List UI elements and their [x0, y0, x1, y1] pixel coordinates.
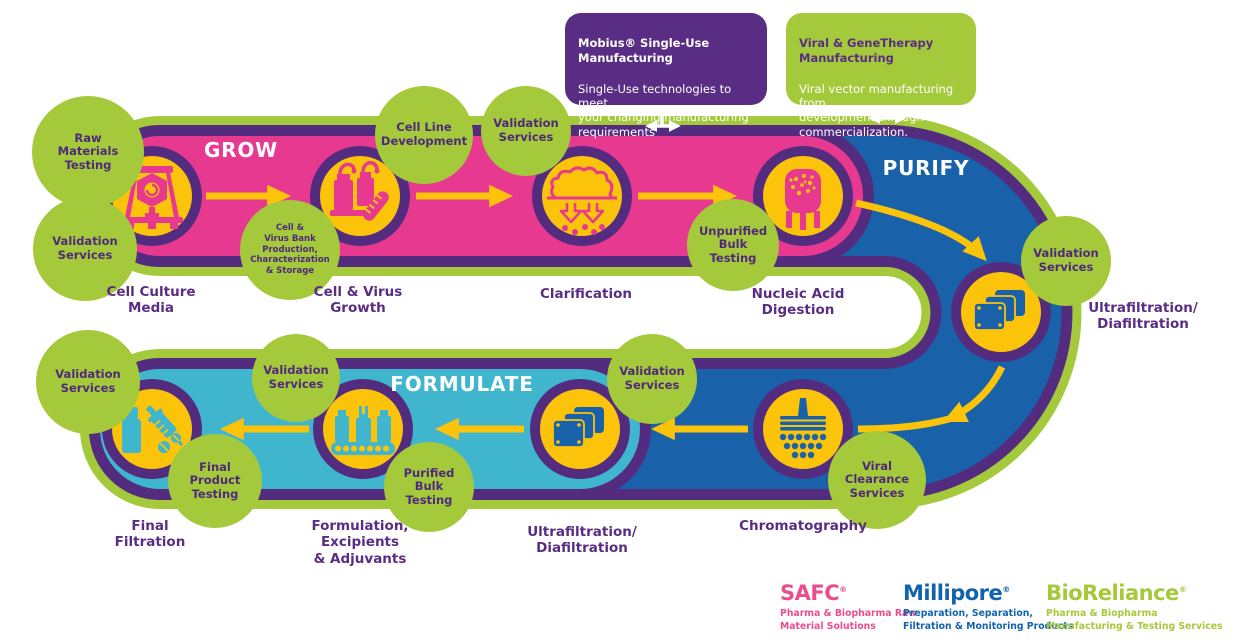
step-label-nucleic-acid-digestion: Nucleic Acid Digestion	[751, 286, 845, 319]
seed-train-vessels-icon	[330, 161, 389, 221]
callout-viral-gene-therapy: Viral & GeneTherapy Manufacturing Viral …	[786, 13, 976, 139]
callout-pointer-arrows	[645, 102, 907, 132]
callout-body: Single-Use technologies to meet your cha…	[578, 81, 749, 139]
bubble-validation-services: Validation Services	[607, 334, 697, 424]
callout-body: Viral vector manufacturing from developm…	[799, 81, 954, 139]
clarification-cloud-filter-icon	[547, 166, 617, 235]
step-label-chromatography: Chromatography	[739, 518, 867, 534]
bubble-final-product-testing: Final Product Testing	[168, 434, 262, 528]
callout-mobius-single-use: Mobius® Single-Use Manufacturing Single-…	[565, 13, 767, 139]
bubble-cell-virus-bank: Cell & Virus Bank Production, Characteri…	[240, 200, 340, 300]
bubble-viral-clearance-services: Viral Clearance Services	[828, 431, 926, 529]
bubble-validation-services: Validation Services	[1021, 216, 1111, 306]
step-label-clarification: Clarification	[539, 286, 632, 302]
step-label-ultrafiltration-right: Ultrafiltration/ Diafiltration	[1088, 300, 1198, 333]
bubble-validation-services: Validation Services	[33, 197, 137, 301]
flow-arrows	[206, 184, 1006, 441]
bubble-validation-services: Validation Services	[481, 86, 571, 176]
stage-label-grow: GROW	[203, 138, 279, 162]
registered-mark: ®	[839, 585, 847, 594]
tangential-flow-cassette-icon	[552, 407, 604, 448]
step-label-cell-culture-media: Cell Culture Media	[106, 284, 196, 317]
chromatography-column-icon	[779, 398, 827, 459]
registered-mark: ®	[1178, 585, 1187, 594]
callout-pointer-arrow-icon	[645, 104, 681, 132]
callout-title: Viral & GeneTherapy Manufacturing	[799, 36, 934, 65]
logo-tagline: Preparation, Separation, Filtration & Mo…	[903, 608, 1074, 632]
logo-tagline: Pharma & Biopharma Manufacturing & Testi…	[1046, 608, 1223, 632]
syringe-and-vial-icon	[122, 405, 184, 453]
step-label-cell-virus-growth: Cell & Virus Growth	[313, 284, 403, 317]
callout-title: Mobius® Single-Use Manufacturing	[578, 36, 710, 65]
bubble-raw-materials-testing: Raw Materials Testing	[32, 96, 144, 208]
logo-safc: SAFC® Pharma & Biopharma Raw Material So…	[780, 583, 917, 633]
logo-name: SAFC	[780, 581, 840, 605]
step-label-ultrafiltration-bottom: Ultrafiltration/ Diafiltration	[527, 524, 637, 557]
bubble-purified-bulk-testing: Purified Bulk Testing	[384, 442, 474, 532]
step-label-formulation-excipients: Formulation, Excipients & Adjuvants	[311, 518, 409, 567]
process-nodes	[102, 146, 1051, 479]
logo-bioreliance: BioReliance® Pharma & Biopharma Manufact…	[1046, 583, 1223, 633]
vial-filling-conveyor-icon	[331, 406, 395, 455]
bubble-cell-line-development: Cell Line Development	[375, 86, 473, 184]
step-label-final-filtration: Final Filtration	[114, 518, 186, 551]
bubble-validation-services: Validation Services	[36, 330, 140, 434]
logo-name: Millipore	[903, 581, 1003, 605]
stage-label-formulate: FORMULATE	[390, 372, 534, 396]
digestion-tank-icon	[785, 169, 821, 230]
logo-millipore: Millipore® Preparation, Separation, Filt…	[903, 583, 1073, 633]
bubble-unpurified-bulk-testing: Unpurified Bulk Testing	[687, 199, 779, 291]
tangential-flow-cassette-icon	[973, 290, 1025, 331]
logo-name: BioReliance	[1046, 581, 1179, 605]
stage-label-purify: PURIFY	[882, 156, 970, 180]
logo-tagline: Pharma & Biopharma Raw Material Solution…	[780, 608, 917, 632]
bubble-validation-services: Validation Services	[252, 334, 340, 422]
registered-mark: ®	[1002, 585, 1010, 594]
bioreactor-icon	[121, 166, 183, 229]
